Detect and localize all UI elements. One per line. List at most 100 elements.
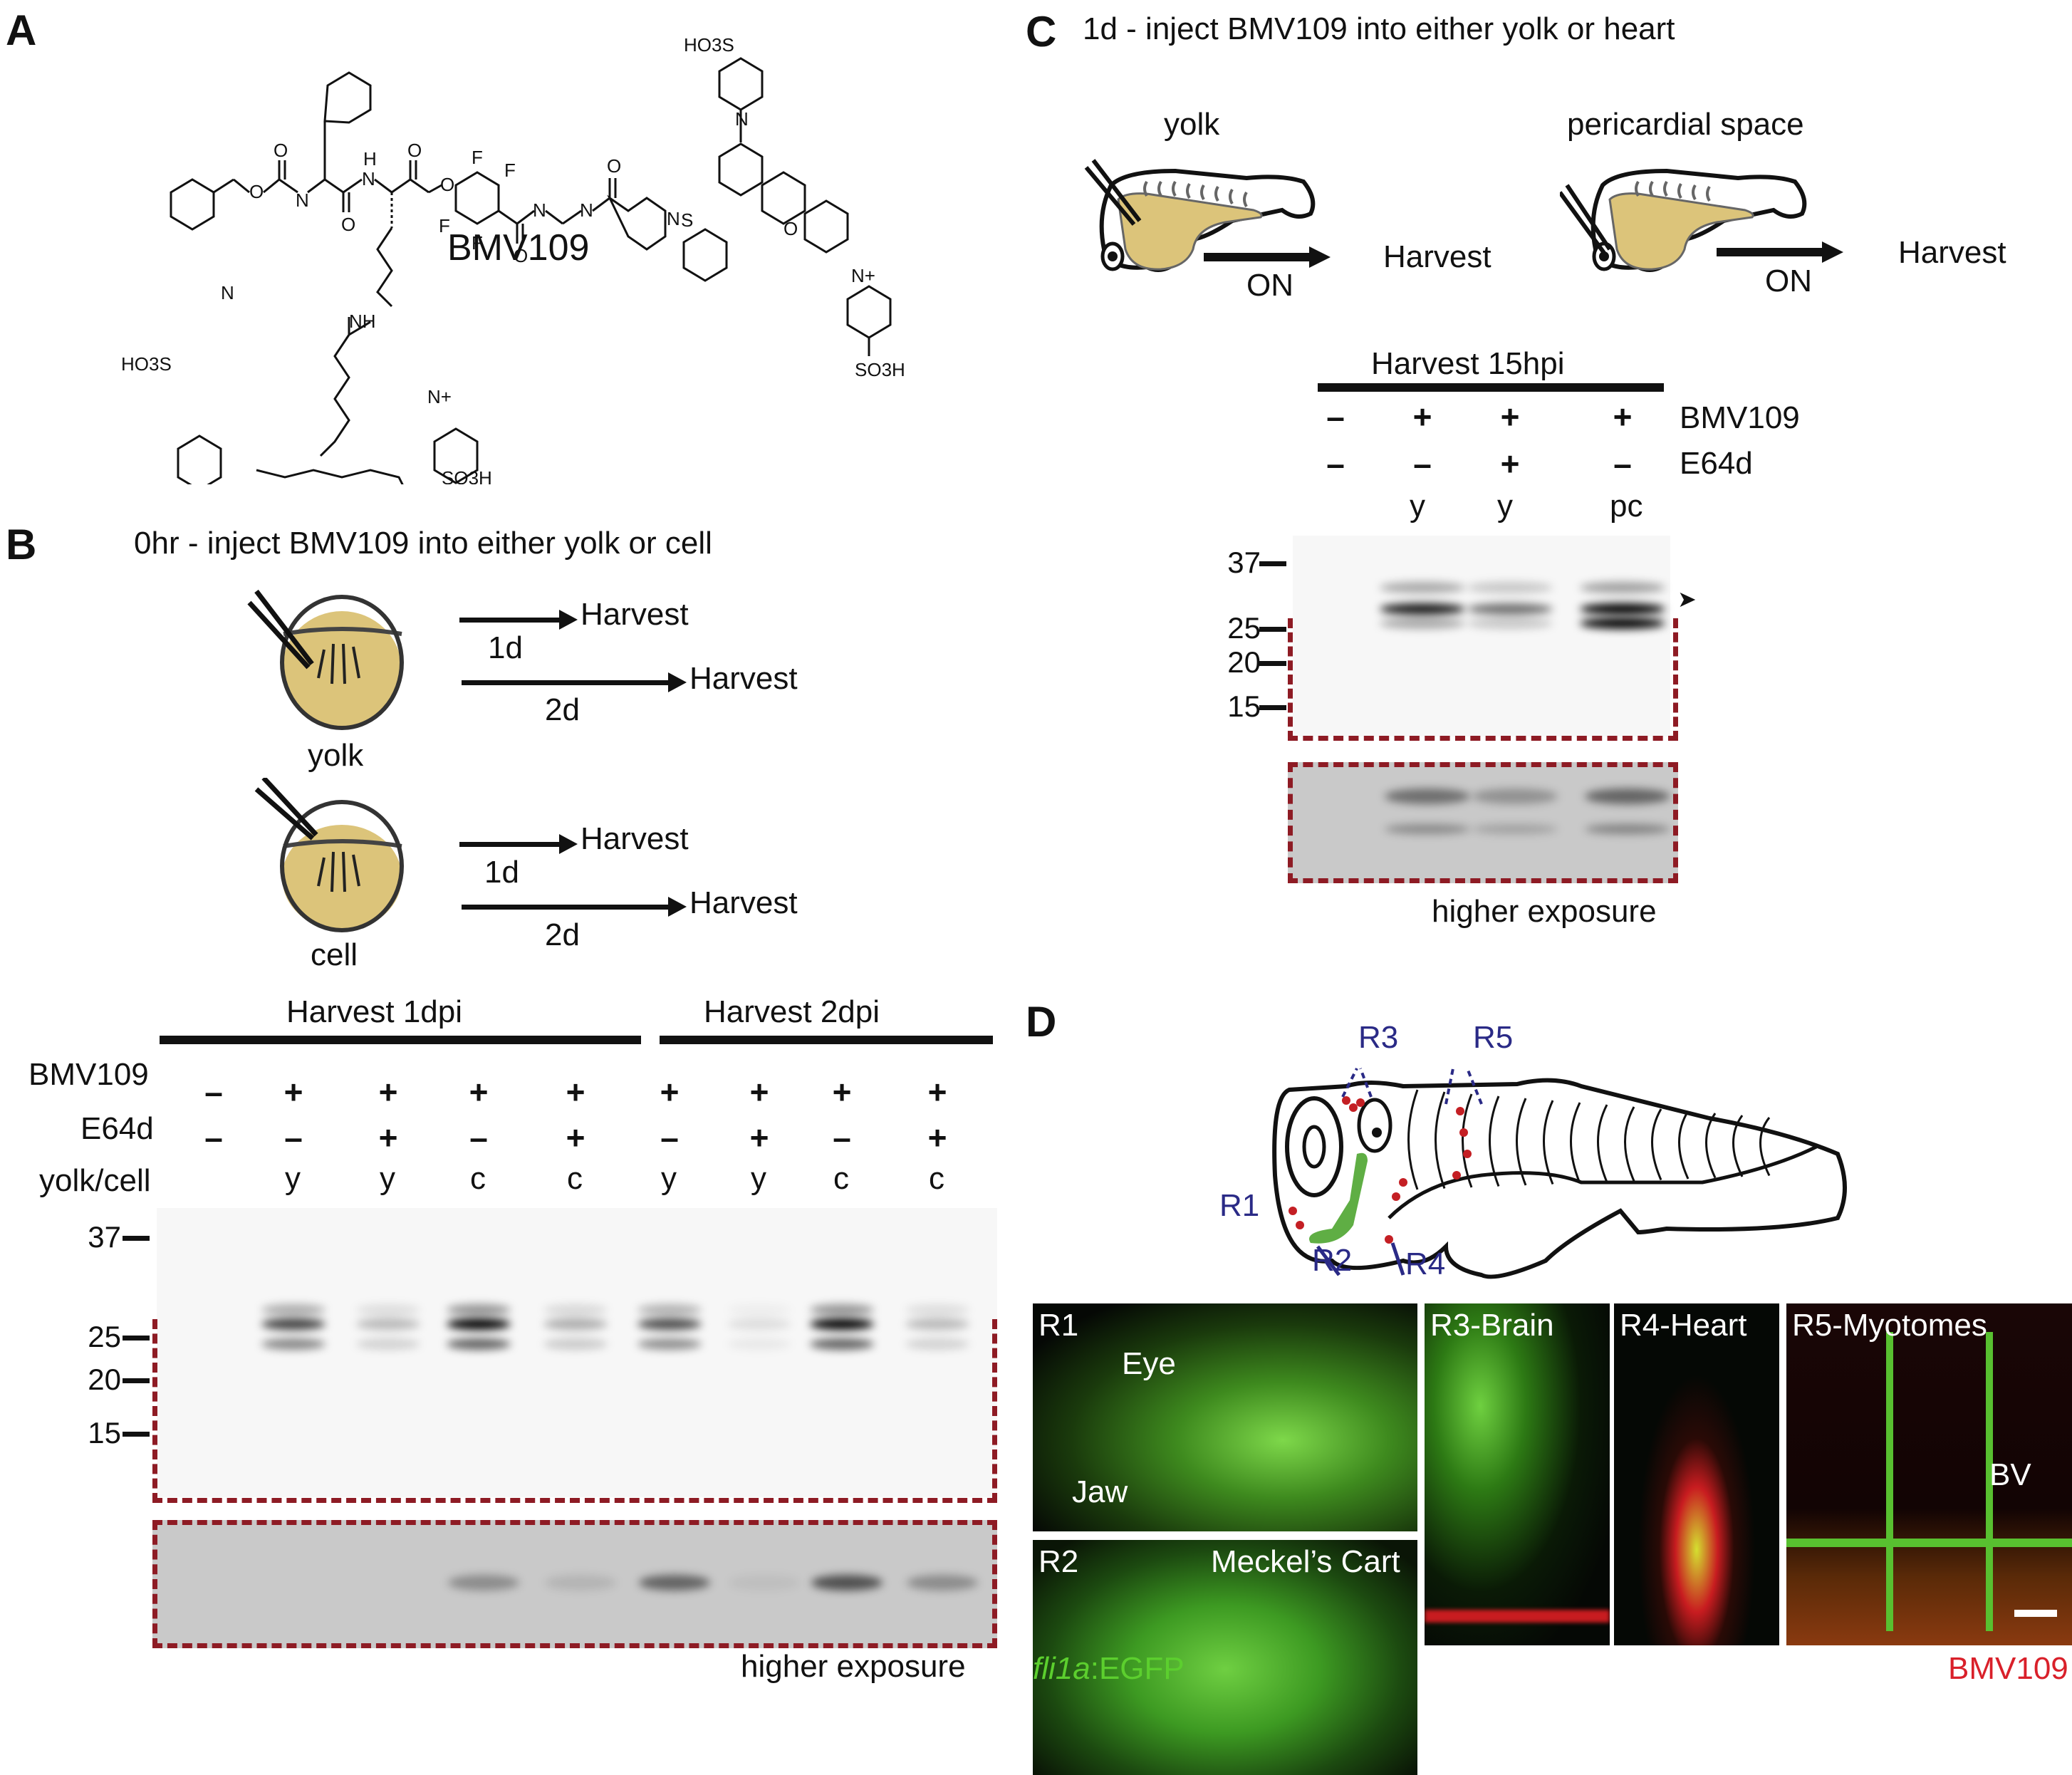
protein-band xyxy=(637,1318,702,1330)
arrow-head-icon xyxy=(1309,246,1331,268)
annotation-eye: Eye xyxy=(1122,1346,1176,1381)
lane-e64d-sign: – xyxy=(1613,445,1632,482)
lane-site-label: y xyxy=(1410,489,1425,524)
harvest-label: Harvest xyxy=(1383,239,1491,274)
group-bar-1dpi xyxy=(160,1036,641,1044)
lane-e64d-sign: + xyxy=(1500,445,1520,482)
western-blot-b xyxy=(157,1208,997,1497)
image-label: R3-Brain xyxy=(1430,1308,1554,1343)
protein-band xyxy=(905,1304,969,1316)
protein-band xyxy=(1380,603,1465,615)
protein-band xyxy=(811,1575,883,1591)
group-label-1dpi: Harvest 1dpi xyxy=(286,994,463,1029)
protein-band xyxy=(261,1318,326,1330)
lane-bmv109-sign: + xyxy=(1613,398,1633,435)
protein-band xyxy=(545,1575,616,1591)
image-label: R2 xyxy=(1038,1544,1079,1579)
protein-band xyxy=(639,1575,710,1591)
image-label: R5-Myotomes xyxy=(1792,1308,1987,1343)
row-label-bmv109: BMV109 xyxy=(28,1057,149,1092)
lane-bmv109-sign: + xyxy=(927,1073,947,1110)
myotome-line xyxy=(1678,1110,1690,1180)
myotome-line xyxy=(1407,1089,1419,1190)
mw-marker-label: 20 xyxy=(88,1363,121,1396)
group-label-15hpi: Harvest 15hpi xyxy=(1371,346,1565,381)
lane-site-label: y xyxy=(661,1161,677,1196)
region-label-r2: R2 xyxy=(1312,1243,1353,1278)
region-label-r5: R5 xyxy=(1473,1020,1514,1055)
schematic-label-yolk: yolk xyxy=(308,738,364,773)
arrow-1d xyxy=(459,618,559,623)
scale-bar xyxy=(2014,1610,2057,1617)
time-label: 2d xyxy=(545,917,580,952)
lane-e64d-sign: + xyxy=(749,1119,769,1156)
atom-f: F xyxy=(472,232,483,254)
schematic-label-yolk: yolk xyxy=(1164,107,1220,142)
blood-vessel xyxy=(1786,1539,2072,1547)
bmv109-dot xyxy=(1349,1103,1358,1112)
myotome-line xyxy=(1489,1095,1500,1187)
time-label: 2d xyxy=(545,692,580,727)
protein-band xyxy=(543,1304,608,1316)
lane-bmv109-sign: + xyxy=(1412,398,1432,435)
arrow-head-icon xyxy=(559,610,578,630)
arrow-head-icon xyxy=(1822,241,1843,263)
panel-b-letter: B xyxy=(6,521,37,568)
harvest-label: Harvest xyxy=(581,597,689,632)
atom-f: F xyxy=(439,215,450,236)
xanthene-ring-1 xyxy=(718,142,764,197)
lane-bmv109-sign: + xyxy=(378,1073,398,1110)
bmv109-dot xyxy=(1463,1150,1472,1158)
protein-band xyxy=(1580,582,1665,593)
phenyl-ring xyxy=(323,71,372,124)
lane-e64d-sign: – xyxy=(284,1119,303,1156)
atom-h: H xyxy=(363,148,377,170)
annotation-bv: BV xyxy=(1989,1457,2031,1492)
lane-site-label: c xyxy=(470,1161,486,1196)
indoline-ring-bottom xyxy=(846,285,892,339)
protein-band xyxy=(1385,824,1470,834)
mw-marker-tick xyxy=(123,1378,150,1383)
lane-bmv109-sign: + xyxy=(749,1073,769,1110)
lane-site-label: y xyxy=(751,1161,766,1196)
higher-exposure-blot-b xyxy=(152,1520,997,1648)
mw-marker-tick xyxy=(1259,561,1286,566)
dashed-crop-box xyxy=(1288,618,1678,741)
protein-band xyxy=(637,1338,702,1350)
arrow-head-icon xyxy=(668,672,687,692)
mw-marker-label: 20 xyxy=(1227,645,1261,679)
micrograph-r1: R1 Eye Jaw xyxy=(1033,1303,1417,1531)
panel-a-letter: A xyxy=(6,6,37,54)
atom-n: N xyxy=(735,108,749,130)
myotome-line xyxy=(1543,1100,1554,1185)
atom-o: O xyxy=(249,181,264,202)
legend-egfp: fli1a:EGFP xyxy=(1033,1651,1185,1687)
sulfonate-label: HO3S xyxy=(121,353,172,375)
tetrafluorophenyl-ring xyxy=(454,171,500,225)
micrograph-r4-heart: R4-Heart xyxy=(1614,1303,1779,1645)
higher-exposure-label: higher exposure xyxy=(741,1649,966,1684)
embryo-yolk-injection xyxy=(247,589,404,730)
bmv109-structure: O O N O N H O O F F F F O N N O N S N O … xyxy=(121,34,905,484)
lane-e64d-sign: + xyxy=(378,1119,398,1156)
lane-site-label: c xyxy=(567,1161,583,1196)
bmv109-dot xyxy=(1456,1107,1464,1115)
xanthene-ring-3 xyxy=(803,199,849,254)
lane-e64d-sign: + xyxy=(927,1119,947,1156)
atom-o: O xyxy=(607,155,621,177)
atom-n-plus: N+ xyxy=(851,265,875,286)
harvest-label: Harvest xyxy=(581,821,689,856)
lane-bmv109-sign: – xyxy=(204,1073,223,1110)
row-label-bmv109: BMV109 xyxy=(1680,400,1800,435)
arrow-head-icon xyxy=(668,897,687,917)
blood-vessel xyxy=(1886,1332,1893,1631)
dashed-crop-box xyxy=(152,1319,997,1503)
schematic-label-cell: cell xyxy=(311,937,358,972)
myotome-line xyxy=(1759,1117,1771,1177)
indole-ring-right xyxy=(433,427,479,484)
lane-bmv109-sign: + xyxy=(832,1073,852,1110)
lane-bmv109-sign: – xyxy=(1326,398,1345,435)
bmv109-dot xyxy=(1342,1096,1350,1105)
bmv109-dot xyxy=(1296,1221,1304,1229)
legend-egfp-reporter: :EGFP xyxy=(1090,1651,1185,1686)
